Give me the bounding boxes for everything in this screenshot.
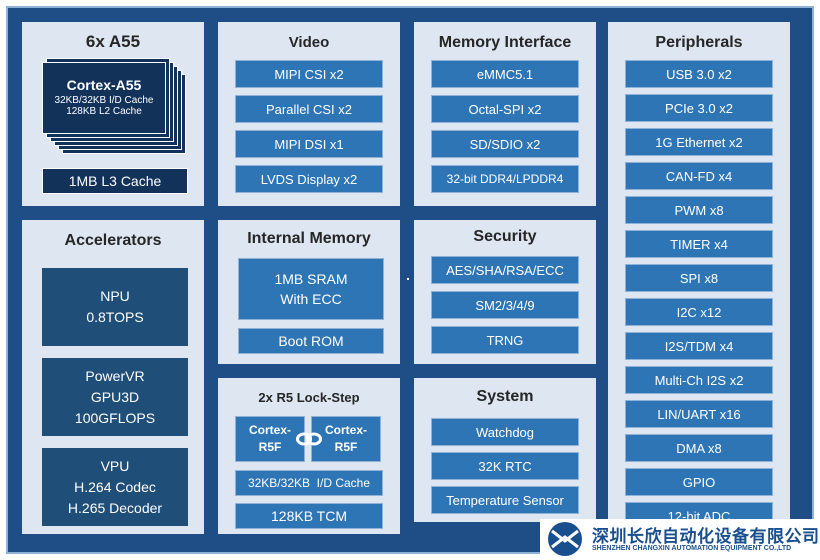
vpu-decoder: H.265 Decoder [67, 499, 163, 516]
peripheral-item: I2C x12 [625, 298, 773, 326]
r5-core-right: Cortex- R5F [311, 416, 381, 462]
npu-label: NPU [100, 288, 130, 304]
npu-perf: 0.8TOPS [86, 309, 144, 325]
peripheral-item: TIMER x4 [625, 230, 773, 258]
system-panel: System Watchdog 32K RTC Temperature Sens… [414, 378, 596, 522]
memory-interface-title: Memory Interface [438, 34, 572, 51]
video-title: Video [288, 34, 330, 51]
peripheral-item: PCIe 3.0 x2 [625, 94, 773, 122]
sram-block: 1MB SRAM With ECC [238, 258, 384, 320]
peripheral-item: LIN/UART x16 [625, 400, 773, 428]
peripheral-item: CAN-FD x4 [625, 162, 773, 190]
sram-ecc: With ECC [280, 291, 342, 307]
company-name-en: SHENZHEN CHANGXIN AUTOMATION EQUIPMENT C… [592, 545, 792, 552]
memory-interface-panel: Memory Interface eMMC5.1 Octal-SPI x2 SD… [414, 22, 596, 206]
company-logo: 深圳长欣自动化设备有限公司 SHENZHEN CHANGXIN AUTOMATI… [540, 519, 820, 560]
peripheral-item: USB 3.0 x2 [625, 60, 773, 88]
security-item: TRNG [431, 326, 579, 354]
video-item: MIPI CSI x2 [235, 60, 383, 88]
core-cache-l2: 128KB L2 Cache [66, 106, 142, 117]
security-item: SM2/3/4/9 [431, 291, 579, 319]
npu-block: NPU 0.8TOPS [42, 268, 188, 346]
gpu-type: GPU3D [90, 388, 140, 405]
peripheral-item: I2S/TDM x4 [625, 332, 773, 360]
core-cache-l1: 32KB/32KB I/D Cache [54, 95, 154, 106]
system-item: Watchdog [431, 418, 579, 446]
security-title: Security [473, 228, 537, 245]
peripheral-item: 1G Ethernet x2 [625, 128, 773, 156]
core-name: Cortex-A55 [66, 77, 142, 93]
accelerators-title: Accelerators [64, 232, 162, 249]
r5-core-right-model: R5F [334, 440, 358, 454]
system-item: Temperature Sensor [431, 486, 579, 514]
changxin-logo-icon [548, 522, 582, 556]
r5-core-left: Cortex- R5F [235, 416, 305, 462]
vpu-block: VPU H.264 Codec H.265 Decoder [42, 448, 188, 526]
company-name-cn: 深圳长欣自动化设备有限公司 [592, 527, 820, 547]
memory-interface-item: SD/SDIO x2 [431, 130, 579, 158]
cpu-panel: 6x A55 Cortex-A55 32KB/32KB I/D Cache 12… [22, 22, 204, 206]
cortex-a55-core: Cortex-A55 32KB/32KB I/D Cache 128KB L2 … [42, 62, 166, 134]
r5-core-right-name: Cortex- [324, 423, 367, 437]
r5-title: 2x R5 Lock-Step [258, 390, 360, 405]
internal-memory-panel: Internal Memory 1MB SRAM With ECC Boot R… [218, 220, 400, 364]
video-item: Parallel CSI x2 [235, 95, 383, 123]
memory-interface-item: Octal-SPI x2 [431, 95, 579, 123]
video-item: LVDS Display x2 [235, 165, 383, 193]
r5-lockstep-panel: 2x R5 Lock-Step Cortex- R5F Cortex- R5F … [218, 378, 400, 534]
peripheral-item: DMA x8 [625, 434, 773, 462]
system-item: 32K RTC [431, 452, 579, 480]
sram-size: 1MB SRAM [274, 271, 348, 287]
accelerators-panel: Accelerators NPU 0.8TOPS PowerVR GPU3D 1… [22, 220, 204, 534]
security-item: AES/SHA/RSA/ECC [431, 256, 579, 284]
vpu-codec: H.264 Codec [74, 478, 156, 495]
vpu-label: VPU [100, 457, 130, 474]
r5-core-left-model: R5F [258, 440, 282, 454]
security-panel: Security AES/SHA/RSA/ECC SM2/3/4/9 TRNG [414, 220, 596, 364]
r5-cache: 32KB/32KB I/D Cache [235, 470, 383, 496]
memory-interface-item: 32-bit DDR4/LPDDR4 [431, 165, 579, 193]
video-item: MIPI DSI x1 [235, 130, 383, 158]
cpu-title: 6x A55 [85, 32, 141, 51]
gpu-perf: 100GFLOPS [74, 409, 156, 426]
peripherals-title: Peripherals [655, 34, 743, 51]
video-panel: Video MIPI CSI x2 Parallel CSI x2 MIPI D… [218, 22, 400, 206]
l3-cache: 1MB L3 Cache [42, 168, 188, 194]
peripheral-item: SPI x8 [625, 264, 773, 292]
stray-dot [407, 278, 409, 280]
boot-rom-block: Boot ROM [238, 328, 384, 354]
peripheral-item: PWM x8 [625, 196, 773, 224]
lockstep-link-icon [296, 432, 322, 446]
internal-memory-title: Internal Memory [247, 230, 371, 247]
memory-interface-item: eMMC5.1 [431, 60, 579, 88]
gpu-label: PowerVR [85, 367, 145, 384]
r5-core-left-name: Cortex- [248, 423, 291, 437]
peripheral-item: Multi-Ch I2S x2 [625, 366, 773, 394]
r5-tcm: 128KB TCM [235, 503, 383, 529]
peripherals-panel: Peripherals USB 3.0 x2 PCIe 3.0 x2 1G Et… [608, 22, 790, 530]
peripheral-item: GPIO [625, 468, 773, 496]
gpu-block: PowerVR GPU3D 100GFLOPS [42, 358, 188, 436]
system-title: System [476, 388, 534, 405]
